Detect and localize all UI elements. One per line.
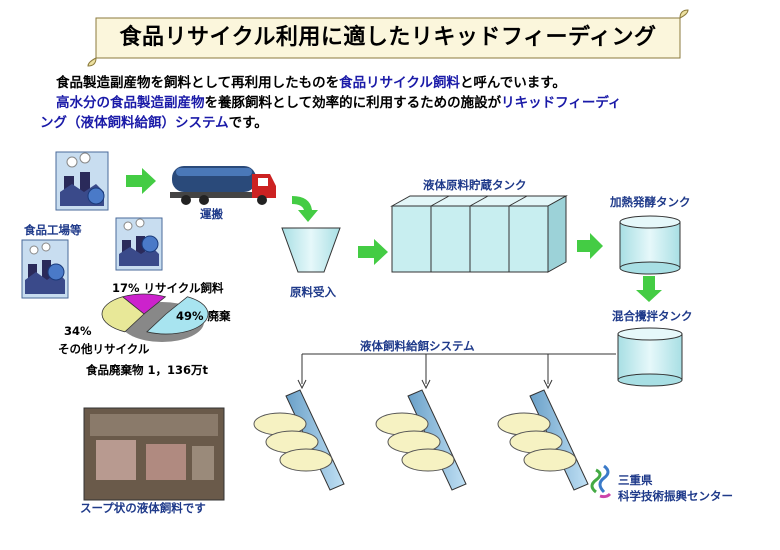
org-name-line2: 科学技術振興センター: [618, 489, 733, 503]
photo-caption: スープ状の液体飼料です: [80, 501, 206, 515]
arrow-right-icon: [126, 168, 156, 194]
mixing-tank-icon: [617, 327, 683, 387]
pie-label-other-pct: 34%: [64, 324, 92, 338]
pie-slice: [101, 296, 145, 333]
intro-text: を養豚飼料として効率的に利用するための施設が: [204, 95, 502, 111]
liquid-feed-photo: [83, 407, 225, 501]
arrow-curve-down-icon: [292, 196, 318, 222]
intro-text: です。: [228, 115, 268, 131]
factory-icon: [115, 217, 163, 271]
heating-tank-label: 加熱発酵タンク: [610, 195, 691, 209]
org-logo-icon: [590, 464, 612, 499]
transport-label: 運搬: [200, 207, 223, 221]
pie-label-other: その他リサイクル: [58, 342, 150, 356]
factory-icon: [55, 151, 109, 211]
intro-highlight: リキッドフィーディ: [501, 95, 622, 111]
intake-hopper-icon: [281, 227, 341, 273]
pig-pen-3: [497, 389, 589, 491]
intro-highlight: 高水分の食品製造副産物: [56, 95, 205, 111]
factory-icon: [21, 239, 69, 299]
intro-text: と呼んでいます。: [459, 75, 566, 91]
storage-tank-label: 液体原料貯蔵タンク: [423, 178, 527, 192]
pig-pen-1: [253, 389, 345, 491]
arrow-right-icon: [358, 239, 388, 265]
tanker-truck-icon: [170, 166, 276, 205]
storage-tank-block: [390, 195, 568, 273]
pie-slice: [121, 293, 167, 315]
title-scroll-banner: [87, 9, 689, 67]
pie-label-waste: 49% 廃棄: [176, 309, 231, 323]
intake-label: 原料受入: [290, 285, 336, 299]
org-name-line1: 三重県: [618, 473, 653, 487]
arrow-right-icon: [577, 233, 603, 259]
intro-line-3: ング（液体飼料給餌）システムです。: [40, 114, 760, 133]
factory-label: 食品工場等: [24, 223, 82, 237]
pie-slices: [101, 293, 209, 342]
intro-highlight: ング（液体飼料給餌）システム: [40, 115, 229, 131]
intro-text: 食品製造副産物を飼料として再利用したものを: [56, 75, 340, 91]
page-title: 食品リサイクル利用に適したリキッドフィーディング: [119, 25, 657, 50]
pie-label-total: 食品廃棄物 1，136万t: [86, 363, 209, 377]
feeding-system-label: 液体飼料給餌システム: [360, 339, 475, 353]
waste-pie-chart: [101, 293, 209, 342]
intro-highlight: 食品リサイクル飼料: [339, 75, 460, 91]
heating-tank-icon: [619, 215, 681, 275]
feed-pipe: [297, 353, 616, 390]
intro-line-1: 食品製造副産物を飼料として再利用したものを食品リサイクル飼料と呼んでいます。: [56, 74, 776, 93]
pie-slice: [146, 296, 209, 335]
arrow-down-icon: [636, 276, 662, 302]
intro-line-2: 高水分の食品製造副産物を養豚飼料として効率的に利用するための施設がリキッドフィー…: [56, 94, 776, 113]
pie-label-recycle-feed: 17% リサイクル飼料: [112, 281, 224, 295]
pig-pen-2: [375, 389, 467, 491]
mixing-tank-label: 混合攪拌タンク: [612, 309, 693, 323]
